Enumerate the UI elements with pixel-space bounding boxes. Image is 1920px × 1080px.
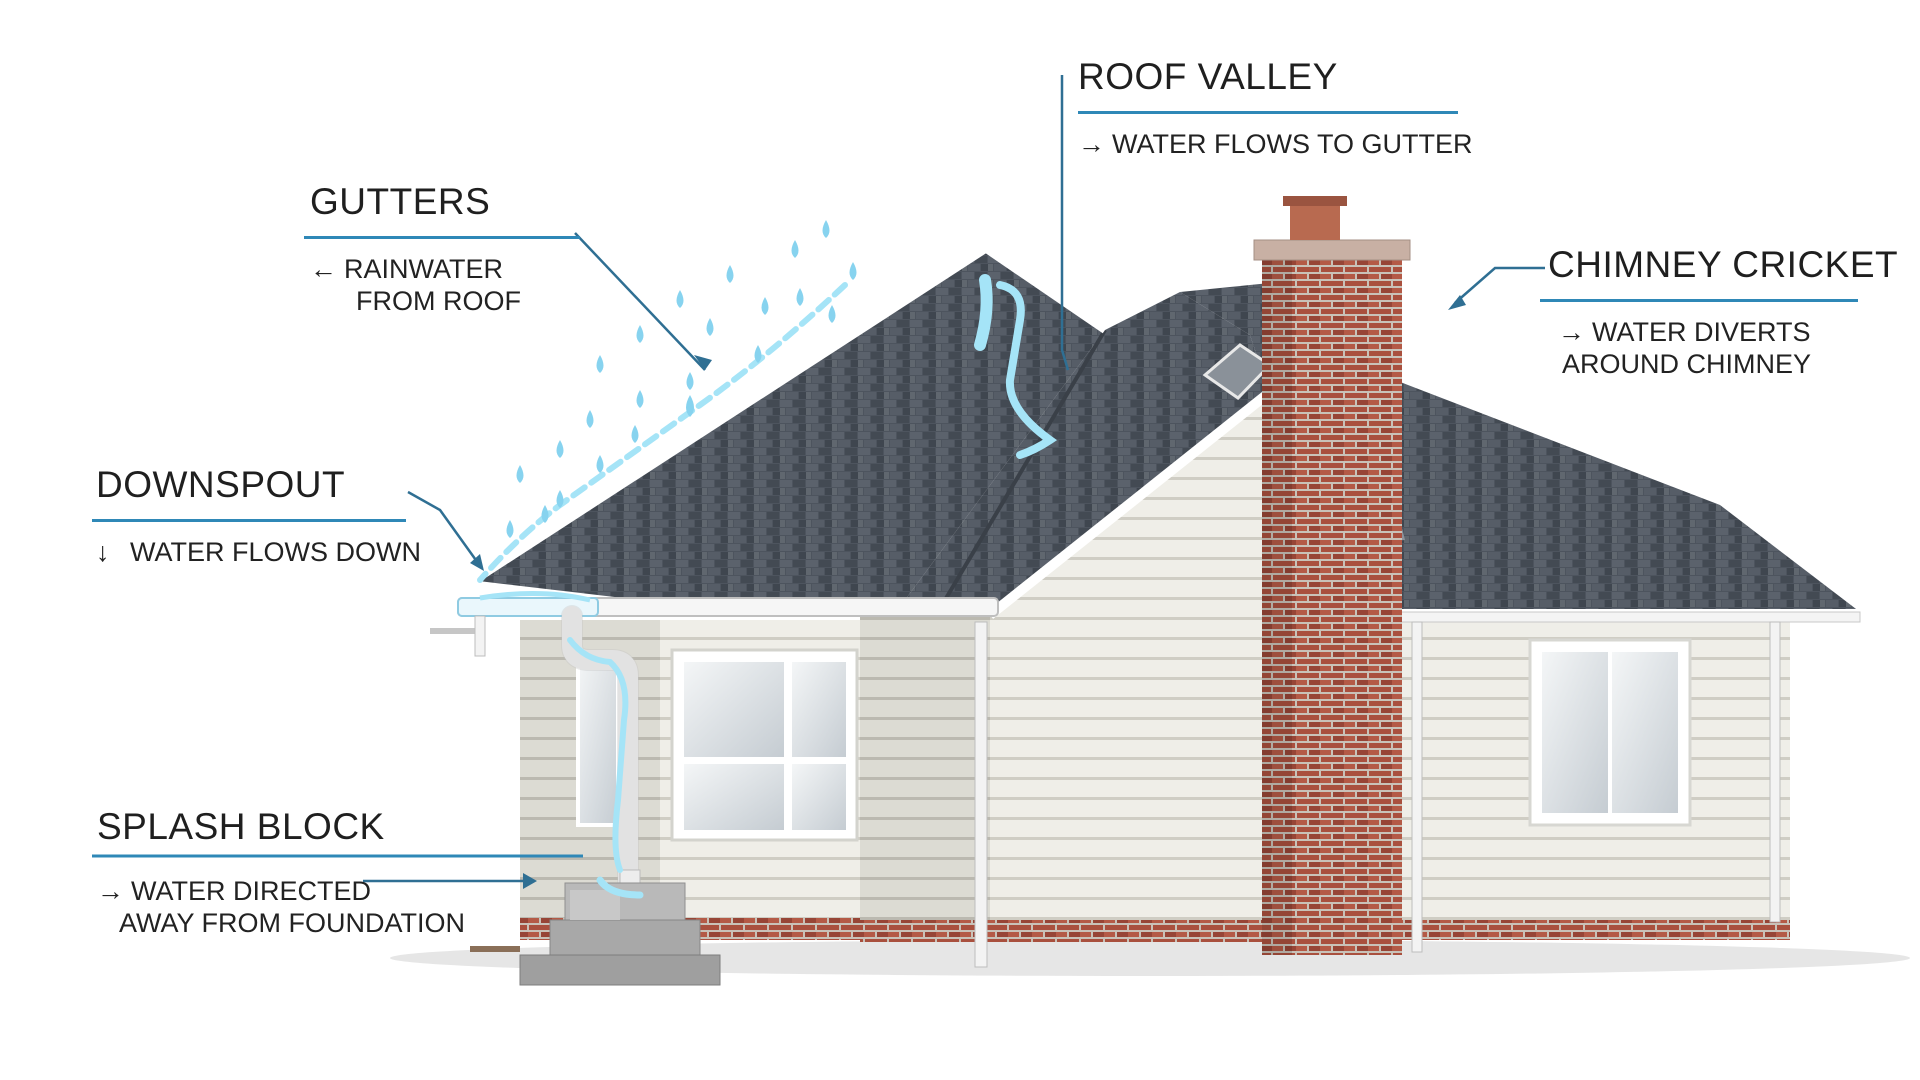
label-roof-valley-title: ROOF VALLEY [1078,56,1338,97]
label-roof-valley: ROOF VALLEY →WATER FLOWS TO GUTTER [1078,56,1473,160]
label-chimney-cricket: CHIMNEY CRICKET →WATER DIVERTS AROUND CH… [1540,244,1899,380]
label-gutters-desc: ←RAINWATER FROM ROOF [310,254,521,316]
chimney [1253,196,1411,955]
gutter-front [430,597,999,657]
label-gutters-title: GUTTERS [310,181,491,222]
label-downspout-rule [92,519,406,522]
left-wing [520,620,860,940]
left-roof-plane [470,250,1105,600]
label-chimney-cricket-title: CHIMNEY CRICKET [1548,244,1899,285]
label-chimney-cricket-rule [1540,299,1858,302]
splash-block [470,882,721,986]
roof-valley-line [943,328,1107,602]
arrow-right-icon: → [1078,129,1105,159]
label-roof-valley-desc: →WATER FLOWS TO GUTTER [1078,129,1473,159]
leader-roof-valley [1060,75,1070,371]
label-splash-block: SPLASH BLOCK →WATER DIRECTED AWAY FROM F… [97,808,477,939]
label-splash-block-title: SPLASH BLOCK [97,806,385,847]
label-splash-block-desc: →WATER DIRECTED AWAY FROM FOUNDATION [97,876,465,938]
arrow-right-icon: → [97,876,124,906]
leader-downspout [407,490,480,564]
right-roof-plane [905,292,1270,615]
leader-lines [92,75,1545,889]
label-downspout-title: DOWNSPOUT [96,464,346,505]
water-flow [477,274,1058,899]
arrow-down-icon: ↓ [96,537,110,567]
label-chimney-cricket-desc: →WATER DIVERTS AROUND CHIMNEY [1558,317,1812,379]
leader-gutters [574,232,706,371]
right-wing-roof [1325,380,1860,612]
right-wing [1325,380,1861,953]
ground-shadow [390,940,1910,976]
label-gutters-rule [304,236,580,239]
label-roof-valley-rule [1078,111,1458,114]
raindrops [506,220,857,538]
side-wall [860,615,990,935]
chimney-flue [1290,200,1340,240]
label-gutters: GUTTERS ←RAINWATER FROM ROOF [304,181,580,317]
leader-chimney-cricket [1454,266,1545,304]
chimney-cap [1253,239,1411,261]
downspout-right [1411,621,1423,953]
label-downspout: DOWNSPOUT ↓WATER FLOWS DOWN [92,464,421,568]
arrow-left-icon: ← [310,254,337,284]
downspout-mid [974,621,988,968]
arrow-right-icon: → [1558,317,1585,347]
label-downspout-desc: ↓WATER FLOWS DOWN [96,537,421,567]
